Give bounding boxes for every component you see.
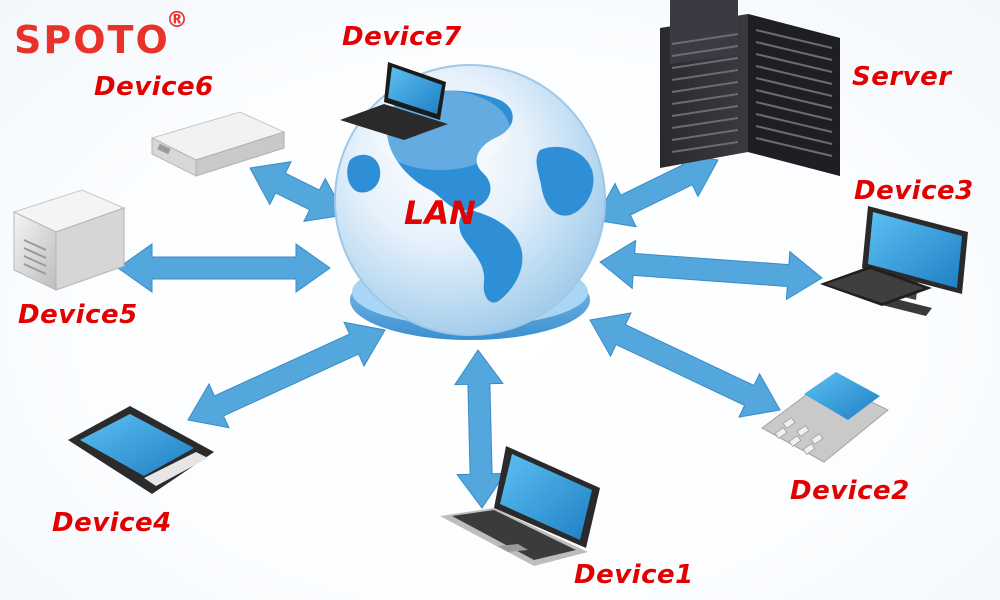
registered-mark: ® xyxy=(166,8,188,33)
device3-label: Device3 xyxy=(854,176,974,206)
device7-label: Device7 xyxy=(342,22,462,52)
device6-label: Device6 xyxy=(94,72,214,102)
device5-link-arrow xyxy=(117,243,331,293)
device2-phone-icon xyxy=(761,372,889,463)
device5-label: Device5 xyxy=(18,300,138,330)
server-label: Server xyxy=(852,62,952,92)
lan-label: LAN xyxy=(404,194,476,232)
device4-label: Device4 xyxy=(52,508,172,538)
device7-laptop-icon xyxy=(340,62,448,140)
device4-tablet-icon xyxy=(68,406,214,494)
device5-nas-icon xyxy=(12,189,126,291)
server-rack-icon xyxy=(660,0,840,176)
device2-link-arrow xyxy=(589,312,781,418)
device3-link-arrow xyxy=(599,239,823,301)
device1-laptop-icon xyxy=(440,446,600,566)
device1-label: Device1 xyxy=(574,560,694,590)
lan-globe-icon xyxy=(334,64,606,336)
device4-link-arrow xyxy=(187,321,386,429)
device2-label: Device2 xyxy=(790,476,910,506)
server-link-arrow xyxy=(594,152,719,228)
brand-logo: SPOTO xyxy=(14,18,170,62)
device1-link-arrow xyxy=(453,349,507,509)
device3-desktop-icon xyxy=(820,206,968,316)
device6-router-icon xyxy=(150,111,286,177)
device6-link-arrow xyxy=(249,160,346,223)
